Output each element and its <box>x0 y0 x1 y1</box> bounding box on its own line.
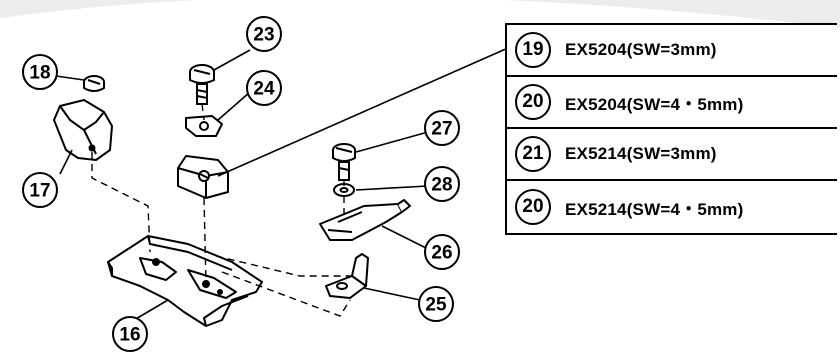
part-28-washer <box>333 183 355 197</box>
callout-18: 18 <box>22 54 58 90</box>
part-16-presser-foot <box>107 235 263 327</box>
callout-24-label: 24 <box>253 79 275 100</box>
callout-25-label: 25 <box>425 295 447 316</box>
callout-28-label: 28 <box>431 175 452 196</box>
legend-model-text: EX5204(SW=3mm) <box>565 40 717 59</box>
part-26-slotted-plate <box>319 199 411 241</box>
callout-28: 28 <box>424 166 460 202</box>
legend-row: 19 EX5204(SW=3mm) <box>507 25 837 77</box>
legend-callout-number: 21 <box>515 136 551 172</box>
callout-24: 24 <box>246 70 282 106</box>
callout-16: 16 <box>112 316 148 352</box>
part-27-screw <box>332 143 356 181</box>
callout-17-label: 17 <box>29 181 50 202</box>
part-24-bracket <box>185 115 223 137</box>
callout-25: 25 <box>418 286 454 322</box>
callout-18-label: 18 <box>29 63 50 84</box>
callout-26-label: 26 <box>431 243 452 264</box>
part-25-l-bracket <box>325 253 369 299</box>
callout-23-label: 23 <box>253 25 274 46</box>
callout-23: 23 <box>246 16 282 52</box>
part-17-guide-plate <box>53 99 113 161</box>
legend-model-text: EX5214(SW=4・5mm) <box>565 199 744 219</box>
callout-17: 17 <box>22 172 58 208</box>
legend-model-text: EX5214(SW=3mm) <box>565 144 717 163</box>
callout-27: 27 <box>424 110 460 146</box>
legend-row: 20 EX5204(SW=4・5mm) <box>507 77 837 129</box>
legend-callout-number: 19 <box>515 32 551 68</box>
parts-legend-table: 19 EX5204(SW=3mm) 20 EX5204(SW=4・5mm) 21… <box>505 23 837 235</box>
part-19-block <box>177 155 229 199</box>
legend-row: 21 EX5214(SW=3mm) <box>507 129 837 181</box>
callout-16-label: 16 <box>119 325 140 346</box>
part-18-screw <box>83 75 105 92</box>
legend-row: 20 EX5214(SW=4・5mm) <box>507 181 837 233</box>
leader-lines <box>55 47 509 321</box>
legend-callout-number: 20 <box>515 189 551 225</box>
legend-callout-number: 20 <box>515 84 551 120</box>
callout-26: 26 <box>424 234 460 270</box>
legend-model-text: EX5204(SW=4・5mm) <box>565 94 744 114</box>
assembly-dashed-lines <box>91 103 356 317</box>
callout-27-label: 27 <box>431 119 452 140</box>
background-arc <box>0 0 840 28</box>
part-23-screw <box>189 64 215 105</box>
